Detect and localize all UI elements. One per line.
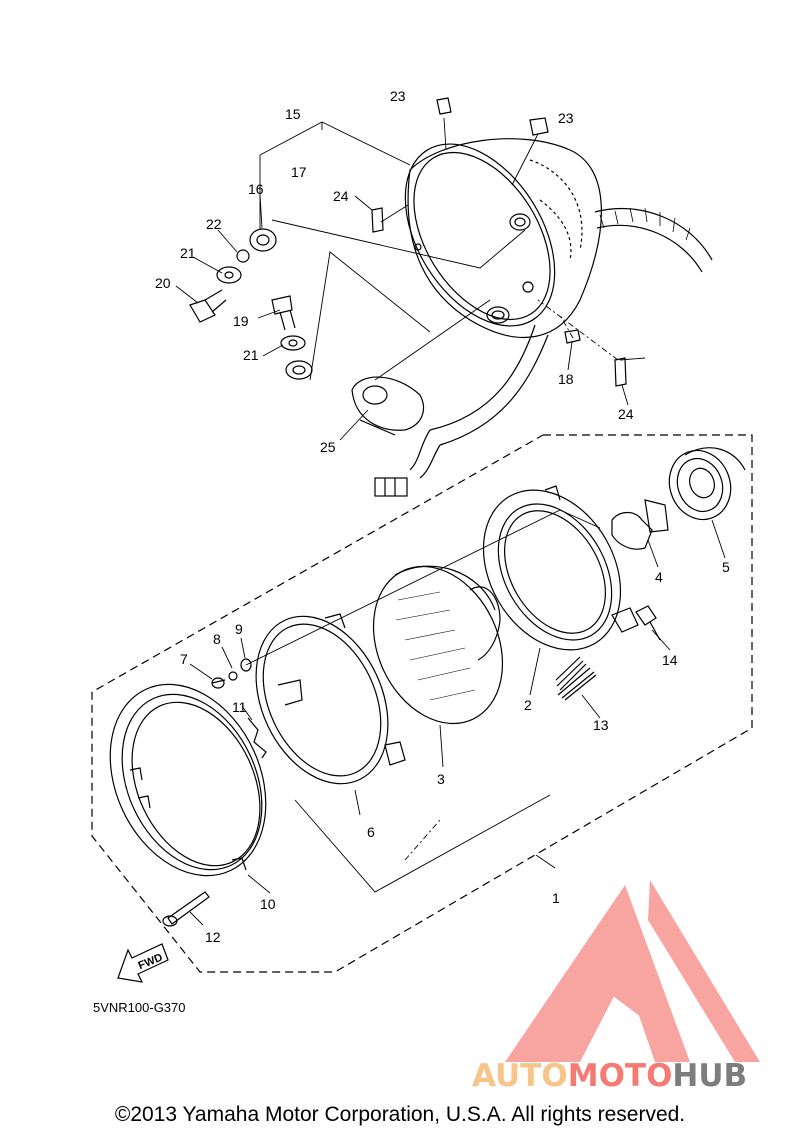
callout-4: 4 (655, 569, 663, 585)
watermark-hub: HUB (672, 1058, 747, 1094)
callout-25: 25 (320, 439, 336, 455)
headlight-housing (404, 138, 602, 339)
watermark-auto: AUTO (472, 1058, 568, 1094)
callout-6: 6 (367, 824, 375, 840)
mounting-ring (255, 613, 406, 785)
callout-19: 19 (233, 313, 249, 329)
bulb (611, 499, 669, 550)
callout-24b: 24 (618, 406, 634, 422)
reflector-rim (482, 485, 639, 651)
callout-22: 22 (206, 216, 222, 232)
hardware-upper (189, 97, 627, 387)
callout-13: 13 (593, 717, 609, 733)
wire-harness (374, 207, 713, 497)
diagram-code: 5VNR100-G370 (93, 1000, 186, 1015)
callout-21a: 21 (180, 245, 196, 261)
watermark-moto: MOTO (568, 1058, 673, 1094)
callout-17: 17 (291, 164, 307, 180)
leader-lines-upper (259, 117, 646, 381)
watermark-logo: AUTOMOTOHUB (472, 880, 760, 1094)
callout-1: 1 (552, 890, 560, 906)
hardware-lower (162, 658, 267, 927)
callout-8: 8 (213, 631, 221, 647)
spring (555, 656, 597, 701)
callout-7: 7 (180, 651, 188, 667)
fwd-arrow: FWD (117, 943, 169, 983)
callout-18: 18 (558, 371, 574, 387)
callout-14: 14 (662, 652, 678, 668)
bulb-socket-boot (668, 447, 746, 521)
callout-9: 9 (235, 621, 243, 637)
svg-text:AUTOMOTOHUB: AUTOMOTOHUB (472, 1058, 747, 1094)
watermark-triangle (505, 885, 690, 1062)
callout-23a: 23 (390, 88, 406, 104)
headlight-bezel (109, 683, 267, 877)
copyright-notice: ©2013 Yamaha Motor Corporation, U.S.A. A… (114, 1103, 686, 1126)
callout-23b: 23 (558, 110, 574, 126)
headlight-lens (372, 565, 504, 725)
callout-21b: 21 (243, 347, 259, 363)
callout-16: 16 (248, 181, 264, 197)
callout-10: 10 (260, 896, 276, 912)
leader-lines-lower (189, 509, 726, 926)
callout-24a: 24 (333, 188, 349, 204)
callout-12: 12 (205, 929, 221, 945)
callout-2: 2 (524, 697, 532, 713)
callout-11: 11 (232, 699, 247, 715)
leader-lines-callouts (175, 194, 629, 441)
callout-20: 20 (155, 275, 171, 291)
callout-15: 15 (285, 106, 301, 122)
socket-cover (351, 376, 425, 436)
callout-labels: 1 2 3 4 5 6 7 8 9 10 11 12 13 14 15 16 1… (155, 88, 730, 945)
callout-3: 3 (437, 771, 445, 787)
callout-5: 5 (722, 559, 730, 575)
